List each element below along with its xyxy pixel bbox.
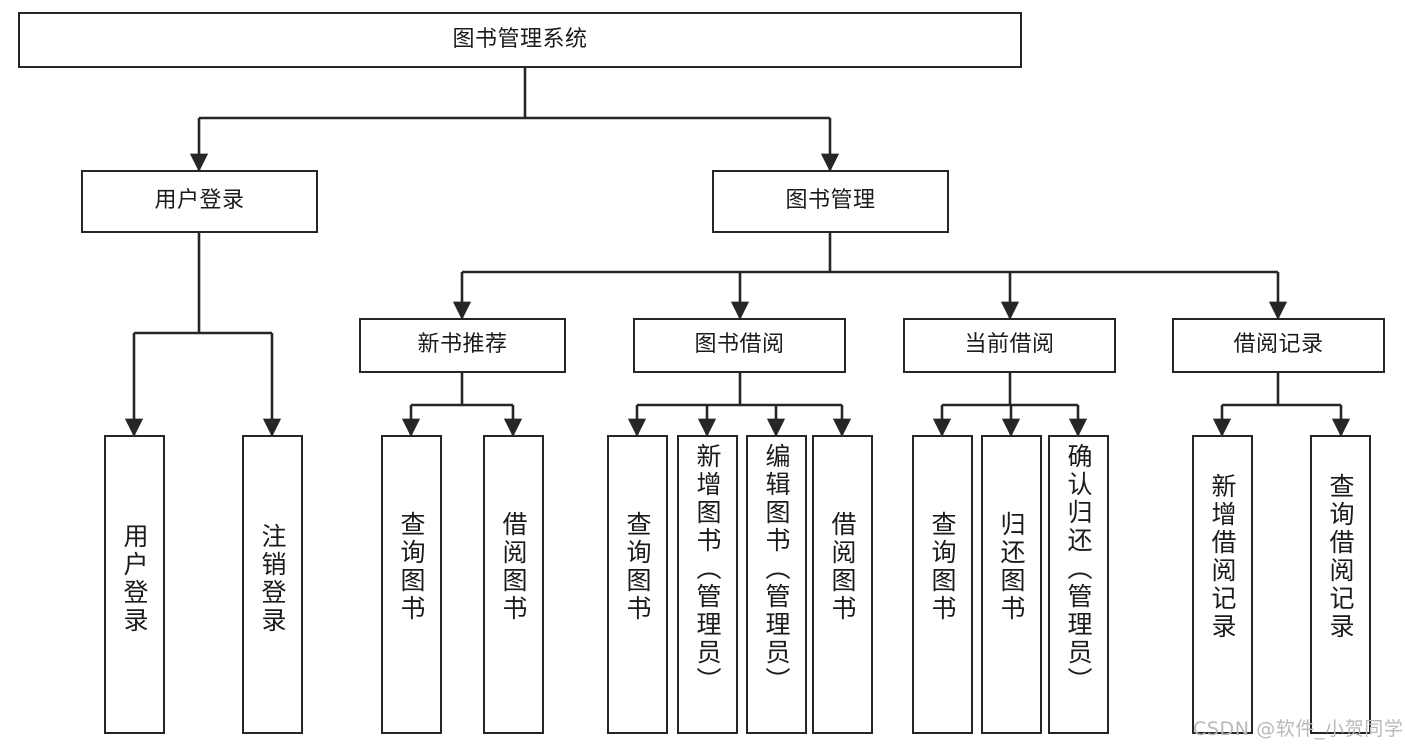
node-leaf-query-record-label: 查询借阅记录: [1326, 473, 1355, 641]
node-leaf-query-record[interactable]: 查询借阅记录: [1310, 435, 1371, 734]
node-leaf-user-login[interactable]: 用户登录: [104, 435, 165, 734]
node-leaf-add-record[interactable]: 新增借阅记录: [1192, 435, 1253, 734]
node-book-borrow-label: 图书借阅: [694, 332, 785, 358]
node-leaf-add-book[interactable]: 新增图书（管理员）: [677, 435, 738, 734]
node-user-login[interactable]: 用户登录: [81, 170, 318, 233]
node-leaf-edit-book[interactable]: 编辑图书（管理员）: [746, 435, 807, 734]
node-leaf-user-login-label: 用户登录: [120, 523, 149, 635]
node-leaf-query-book-2[interactable]: 查询图书: [607, 435, 668, 734]
node-user-login-label: 用户登录: [154, 188, 245, 214]
node-root[interactable]: 图书管理系统: [18, 12, 1022, 68]
node-borrow-record[interactable]: 借阅记录: [1172, 318, 1385, 373]
node-leaf-add-book-label: 新增图书（管理员）: [693, 443, 722, 695]
node-leaf-return-book[interactable]: 归还图书: [981, 435, 1042, 734]
node-leaf-query-book-3-label: 查询图书: [928, 511, 957, 623]
node-new-book-recommend-label: 新书推荐: [417, 332, 508, 358]
node-leaf-query-book-2-label: 查询图书: [623, 511, 652, 623]
node-leaf-confirm-return-label: 确认归还（管理员）: [1064, 443, 1093, 695]
node-borrow-record-label: 借阅记录: [1233, 332, 1324, 358]
node-new-book-recommend[interactable]: 新书推荐: [359, 318, 566, 373]
node-leaf-borrow-book-2-label: 借阅图书: [828, 511, 857, 623]
node-leaf-user-logout[interactable]: 注销登录: [242, 435, 303, 734]
node-current-borrow[interactable]: 当前借阅: [903, 318, 1116, 373]
node-current-borrow-label: 当前借阅: [964, 332, 1055, 358]
node-leaf-borrow-book-1-label: 借阅图书: [499, 511, 528, 623]
node-leaf-user-logout-label: 注销登录: [258, 523, 287, 635]
node-leaf-query-book-1-label: 查询图书: [397, 511, 426, 623]
node-leaf-add-record-label: 新增借阅记录: [1208, 473, 1237, 641]
node-leaf-query-book-1[interactable]: 查询图书: [381, 435, 442, 734]
node-leaf-return-book-label: 归还图书: [997, 511, 1026, 623]
node-leaf-query-book-3[interactable]: 查询图书: [912, 435, 973, 734]
csdn-watermark: CSDN @软件_小贺同学: [1193, 718, 1404, 740]
node-root-label: 图书管理系统: [452, 26, 588, 52]
node-leaf-borrow-book-1[interactable]: 借阅图书: [483, 435, 544, 734]
node-book-manage[interactable]: 图书管理: [712, 170, 949, 233]
node-leaf-borrow-book-2[interactable]: 借阅图书: [812, 435, 873, 734]
node-book-borrow[interactable]: 图书借阅: [633, 318, 846, 373]
node-book-manage-label: 图书管理: [785, 188, 876, 214]
node-leaf-confirm-return[interactable]: 确认归还（管理员）: [1048, 435, 1109, 734]
node-leaf-edit-book-label: 编辑图书（管理员）: [762, 443, 791, 695]
